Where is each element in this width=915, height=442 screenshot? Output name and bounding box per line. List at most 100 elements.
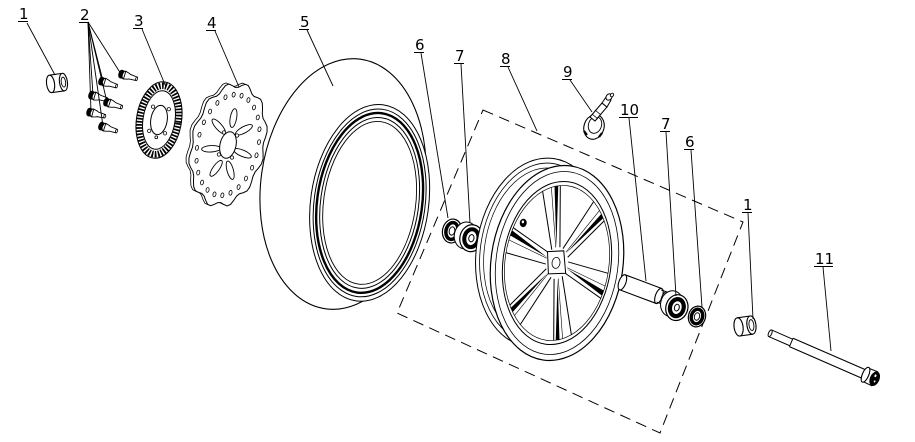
- spoke-line: [561, 276, 572, 335]
- part-wheel-rim: [475, 157, 625, 362]
- callout-leader-sensor-tone-ring: [141, 28, 167, 88]
- disc-edge-hole: [239, 92, 244, 99]
- callout-leader-valve-stem: [569, 79, 593, 113]
- part-brake-disc-bolts: [84, 68, 140, 136]
- spoke-shade: [566, 268, 604, 296]
- rim-bead: [501, 180, 613, 346]
- callout-number-axle-spacer-bushing-right: 1: [743, 196, 753, 214]
- disc-edge-hole: [246, 97, 251, 103]
- spoke-line: [505, 252, 546, 265]
- part-brake-disc: [185, 82, 268, 207]
- assembly-boundary-dashed-box: [396, 109, 744, 434]
- disc-slot: [229, 108, 238, 128]
- callout-leader-brake-disc-bolts: [87, 21, 92, 113]
- spoke-line: [564, 272, 602, 299]
- rim-spokes: [505, 185, 609, 341]
- disc-edge-hole: [257, 126, 262, 133]
- spoke-line: [553, 278, 555, 341]
- disc-edge-hole: [252, 104, 256, 111]
- spoke-shade: [554, 185, 559, 248]
- spoke-line: [551, 187, 557, 248]
- callout-leader-brake-disc-bolts: [87, 21, 104, 127]
- callout-leader-bearing-left: [460, 63, 471, 224]
- disc-edge-hole: [255, 114, 260, 121]
- callout-number-wheel-rim-assembly: 8: [501, 50, 511, 68]
- callout-number-bearing-right: 7: [661, 115, 671, 133]
- part-tire: [259, 58, 431, 310]
- part-front-axle-bolt: [767, 329, 881, 387]
- callout-leader-oil-seal-left: [420, 52, 449, 219]
- callout-leader-bearing-right: [665, 131, 677, 297]
- callout-leader-brake-disc-bolts: [87, 21, 122, 75]
- disc-edge-hole: [236, 184, 241, 190]
- callout-leader-front-axle-bolt: [822, 266, 832, 352]
- part-oil-seal-right: [687, 305, 707, 328]
- disc-edge-hole: [205, 187, 210, 193]
- disc-edge-hole: [201, 119, 206, 126]
- callout-leader-axle-spacer-bushing-left: [26, 22, 56, 76]
- part-bearing-right: [660, 290, 689, 322]
- disc-edge-hole: [243, 175, 248, 182]
- disc-edge-hole: [212, 191, 217, 198]
- disc-edge-hole: [200, 179, 204, 186]
- callout-leader-wheel-rim-assembly: [507, 66, 538, 132]
- part-bolt: [116, 68, 140, 84]
- disc-edge-hole: [194, 145, 199, 151]
- spoke-line: [567, 267, 606, 287]
- callout-number-tire: 5: [300, 13, 310, 31]
- callout-number-axle-spacer-tube: 10: [620, 101, 639, 119]
- callout-leader-axle-spacer-bushing-right: [747, 212, 754, 320]
- disc-edge-hole: [250, 164, 255, 171]
- callout-leader-axle-spacer-tube: [628, 117, 647, 282]
- disc-center-hole: [219, 131, 237, 159]
- callout-leader-brake-disc-bolts: [87, 21, 108, 103]
- callout-leader-oil-seal-right: [690, 149, 703, 308]
- spoke-line: [568, 261, 609, 274]
- part-sensor-tone-ring: [135, 81, 183, 159]
- spoke-line: [565, 210, 600, 253]
- disc-edge-hole: [208, 108, 213, 115]
- spoke-shade: [555, 278, 560, 341]
- callout-leader-brake-disc: [214, 30, 240, 88]
- callout-number-sensor-tone-ring: 3: [134, 12, 144, 30]
- disc-edge-hole: [257, 139, 262, 145]
- spoke-line: [562, 201, 595, 249]
- callout-number-axle-spacer-bushing-left: 1: [19, 5, 29, 23]
- disc-edge-hole: [196, 169, 201, 176]
- disc-edge-hole: [254, 152, 259, 159]
- spoke-line: [508, 239, 547, 259]
- rim-flange: [494, 171, 620, 355]
- part-bolt: [96, 75, 120, 91]
- callout-number-oil-seal-right: 6: [685, 133, 695, 151]
- spoke-line: [567, 220, 605, 258]
- disc-edge-hole: [231, 91, 236, 98]
- spoke-line: [519, 277, 552, 325]
- spoke-line: [509, 268, 547, 306]
- spoke-shade: [510, 230, 548, 258]
- callout-leader-tire: [306, 29, 334, 87]
- hub-bore: [551, 256, 561, 269]
- callout-number-brake-disc-bolts: 2: [80, 6, 90, 24]
- disc-slot: [225, 160, 235, 180]
- spoke-line: [542, 191, 553, 250]
- disc-edge-hole: [228, 190, 233, 196]
- callout-number-bearing-left: 7: [455, 47, 465, 65]
- disc-edge-hole: [223, 94, 228, 100]
- disc-edge-hole: [215, 100, 220, 106]
- part-axle-spacer-bushing-left: [45, 72, 69, 94]
- spoke-line: [512, 227, 550, 254]
- valve-hole-center: [521, 220, 525, 224]
- spoke-line: [514, 273, 549, 316]
- part-bolt: [84, 106, 108, 122]
- tire-bead-rings: [309, 104, 431, 302]
- callout-number-oil-seal-left: 6: [415, 36, 425, 54]
- callout-number-front-axle-bolt: 11: [815, 250, 834, 268]
- disc-edge-hole: [220, 192, 225, 199]
- disc-slot: [209, 159, 223, 177]
- spoke-shade: [566, 213, 604, 253]
- part-bolt: [96, 120, 120, 136]
- part-axle-spacer-bushing-right: [733, 315, 757, 337]
